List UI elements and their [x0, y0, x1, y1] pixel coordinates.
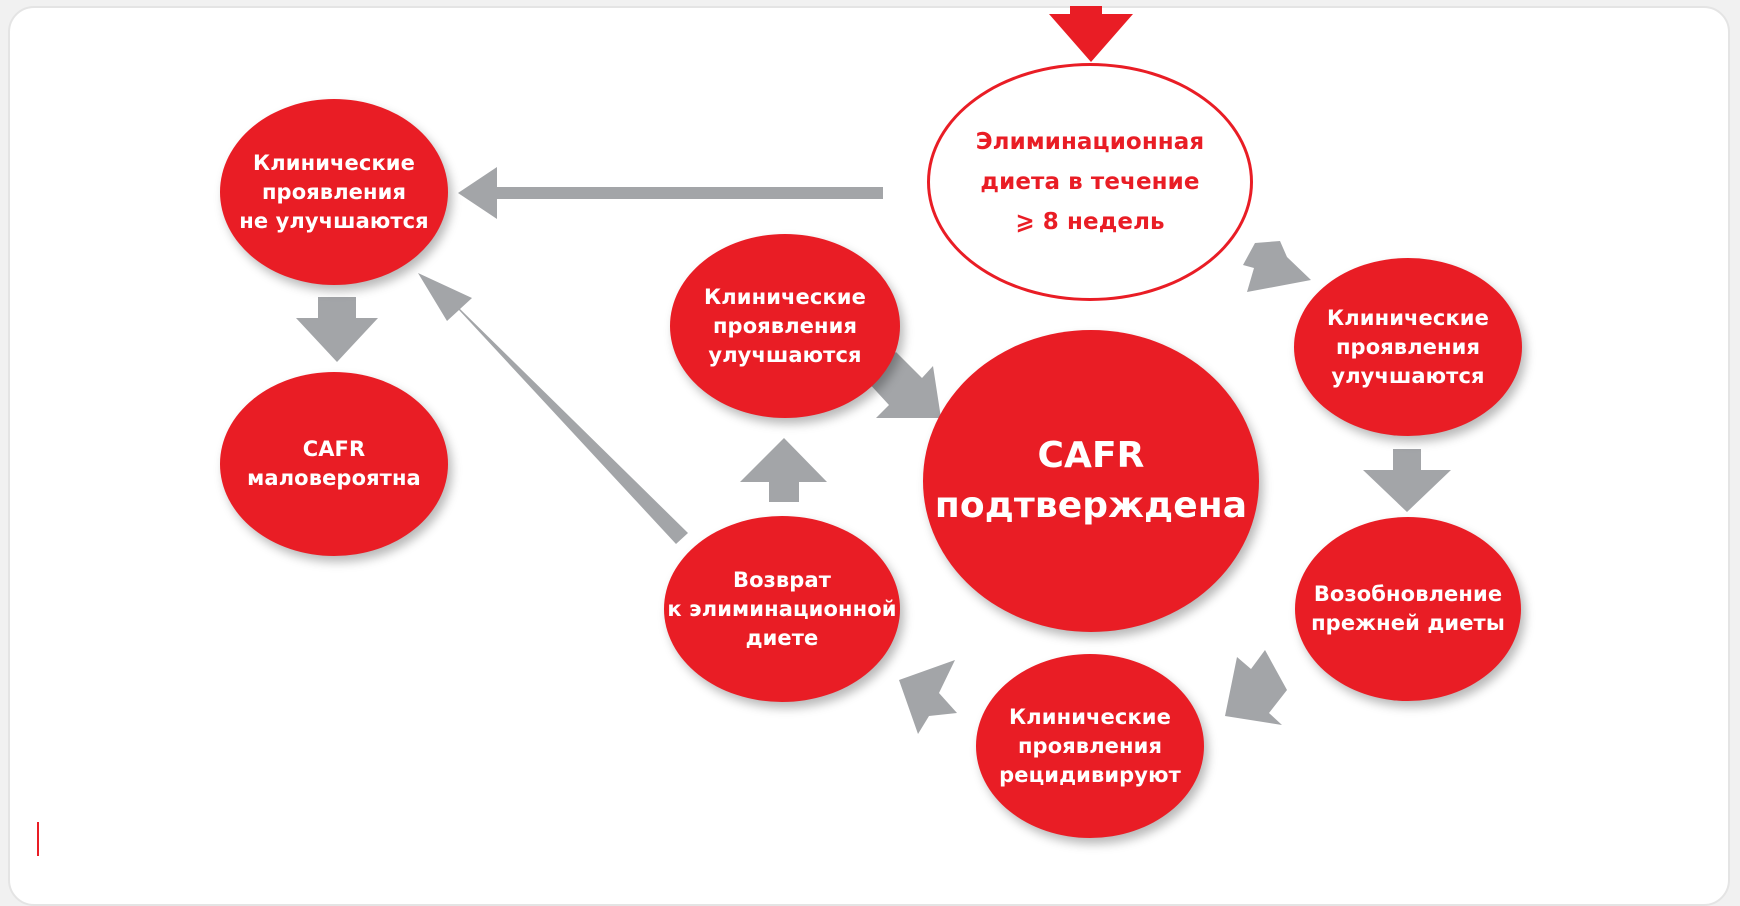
- node-not-improving-label: Клинические проявления не улучшаются: [239, 150, 429, 233]
- node-resume-diet-label: Возобновление прежней диеты: [1311, 582, 1505, 635]
- node-return-elimination-label: Возврат к элиминационной диете: [667, 567, 897, 650]
- node-elimination-diet-label: Элиминационная диета в течение ⩾ 8 недел…: [975, 129, 1205, 235]
- arrow-to-resume-diet: [1363, 449, 1451, 512]
- arrow-to-improving-left: [740, 438, 827, 502]
- node-elimination-diet: Элиминационная диета в течение ⩾ 8 недел…: [927, 63, 1253, 301]
- node-cafr-confirmed: CAFR подтверждена: [923, 330, 1259, 632]
- arrow-to-relapse: [1225, 650, 1287, 725]
- node-improving-left: Клинические проявления улучшаются: [670, 234, 900, 418]
- flowchart-canvas: Элиминационная диета в течение ⩾ 8 недел…: [37, 6, 1522, 856]
- node-improving-right: Клинические проявления улучшаются: [1294, 258, 1522, 436]
- node-cafr-unlikely-label: CAFR маловероятна: [247, 437, 421, 490]
- node-cafr-unlikely: CAFR маловероятна: [220, 372, 448, 556]
- node-improving-left-label: Клинические проявления улучшаются: [704, 284, 866, 367]
- node-relapse-label: Клинические проявления рецидивируют: [999, 704, 1181, 787]
- arrow-to-not-improving: [458, 167, 883, 219]
- entry-arrow: [1049, 6, 1133, 62]
- arrow-to-return-elimination: [899, 660, 957, 734]
- arrow-to-cafr-unlikely: [296, 297, 378, 362]
- node-cafr-confirmed-label: CAFR подтверждена: [934, 435, 1248, 526]
- arrow-return-to-not-improving: [418, 273, 688, 544]
- arrow-to-improving-right: [1243, 241, 1311, 292]
- node-return-elimination: Возврат к элиминационной диете: [664, 516, 900, 702]
- node-not-improving: Клинические проявления не улучшаются: [220, 99, 448, 285]
- page-margin-mark: [37, 822, 39, 856]
- node-resume-diet: Возобновление прежней диеты: [1295, 517, 1521, 701]
- node-relapse: Клинические проявления рецидивируют: [976, 654, 1204, 838]
- node-improving-right-label: Клинические проявления улучшаются: [1327, 305, 1489, 388]
- arrows-layer: [296, 6, 1451, 734]
